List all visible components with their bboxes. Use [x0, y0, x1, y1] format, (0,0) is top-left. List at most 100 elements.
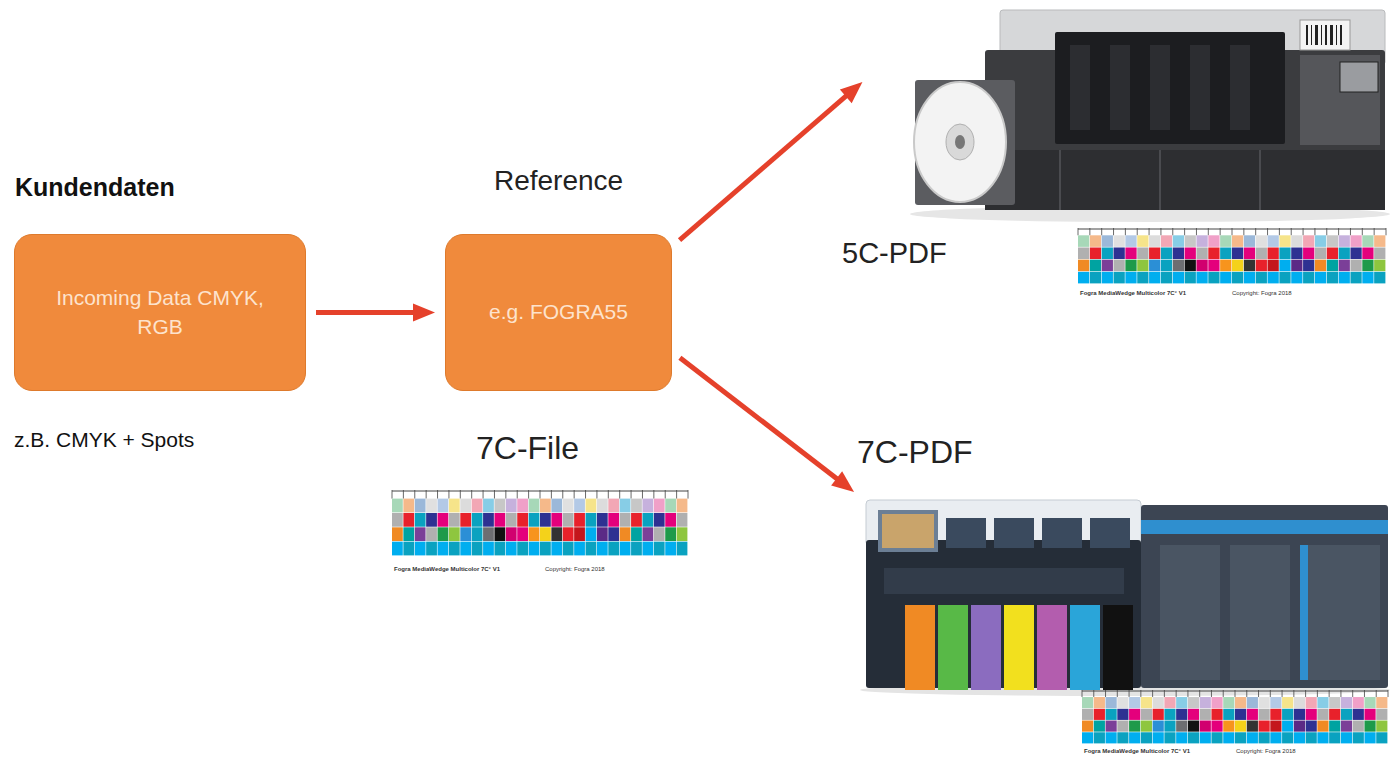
color-patch: [438, 499, 449, 513]
wedge-tick: [414, 490, 415, 499]
color-patch: [1376, 697, 1387, 708]
color-patch: [494, 542, 505, 556]
color-patch: [1364, 721, 1375, 732]
color-patch: [1306, 721, 1317, 732]
color-patch: [472, 527, 483, 541]
color-patch: [1317, 709, 1328, 720]
wedge-tick: [540, 490, 541, 499]
color-patch: [1094, 709, 1105, 720]
color-patch: [1082, 697, 1093, 708]
color-patch: [415, 527, 426, 541]
color-patch: [1173, 260, 1184, 272]
color-patch: [1235, 709, 1246, 720]
color-patch: [1082, 732, 1093, 743]
color-patch: [438, 527, 449, 541]
color-patch: [1164, 709, 1175, 720]
color-patch: [1208, 235, 1219, 247]
wedge-title: Fogra MediaWedge Multicolor 7C° V1: [394, 566, 500, 572]
color-patch: [403, 499, 414, 513]
color-patch: [472, 499, 483, 513]
box-text: Incoming Data CMYK, RGB: [15, 274, 305, 351]
color-patch: [1353, 721, 1364, 732]
color-wedge: [392, 490, 688, 555]
wedge-tick: [665, 490, 666, 499]
wedge-tick: [1255, 228, 1256, 235]
color-patch: [1125, 247, 1136, 259]
color-patch: [1327, 260, 1338, 272]
color-patch: [1208, 260, 1219, 272]
color-patch: [586, 527, 597, 541]
wedge-tick: [1223, 690, 1224, 697]
color-patch: [472, 542, 483, 556]
color-patch: [438, 513, 449, 527]
wedge-tick: [1374, 228, 1375, 235]
wedge-tick: [437, 490, 438, 499]
color-patch: [1291, 260, 1302, 272]
wedge-tick: [608, 490, 609, 499]
color-patch: [1220, 272, 1231, 284]
color-patch: [1141, 697, 1152, 708]
color-patch: [1339, 235, 1350, 247]
wedge-tick: [528, 490, 529, 499]
color-patch: [574, 542, 585, 556]
color-patch: [1137, 260, 1148, 272]
color-patch: [1196, 272, 1207, 284]
wedge-tick: [1082, 690, 1083, 697]
color-patch: [586, 542, 597, 556]
wedge-tick: [1137, 228, 1138, 235]
color-patch: [1117, 709, 1128, 720]
color-patch: [1268, 235, 1279, 247]
color-patch: [1282, 732, 1293, 743]
color-patch: [1329, 709, 1340, 720]
color-patch: [1173, 272, 1184, 284]
color-patch: [1125, 235, 1136, 247]
color-patch: [1141, 709, 1152, 720]
color-patch: [1235, 732, 1246, 743]
press-node: 7C-PDF: [862, 488, 1388, 688]
color-patch: [415, 513, 426, 527]
wedge-tick: [1160, 228, 1161, 235]
color-patch: [494, 527, 505, 541]
node-heading: Kundendaten: [15, 173, 175, 202]
wedge-tick: [1338, 228, 1339, 235]
color-patch: [1176, 721, 1187, 732]
wedge-tick: [631, 490, 632, 499]
color-patch: [460, 527, 471, 541]
color-patch: [1303, 247, 1314, 259]
color-patch: [472, 513, 483, 527]
color-patch: [1090, 260, 1101, 272]
color-patch: [1339, 260, 1350, 272]
wedge-tick: [1282, 690, 1283, 697]
color-patch: [1303, 260, 1314, 272]
color-patch: [563, 542, 574, 556]
color-patch: [1317, 721, 1328, 732]
color-patch: [1374, 260, 1385, 272]
color-patch: [403, 542, 414, 556]
wedge-tick: [426, 490, 427, 499]
color-patch: [1102, 247, 1113, 259]
wedge-title: Fogra MediaWedge Multicolor 7C° V1: [1080, 290, 1186, 296]
color-patch: [608, 527, 619, 541]
color-patch: [597, 527, 608, 541]
color-patch: [1223, 732, 1234, 743]
wedge-tick: [1105, 690, 1106, 697]
color-patch: [1149, 247, 1160, 259]
color-patch: [460, 542, 471, 556]
color-patch: [1200, 709, 1211, 720]
color-patch: [1114, 272, 1125, 284]
color-patch: [1129, 697, 1140, 708]
wedge-tick: [596, 490, 597, 499]
color-patch: [1374, 272, 1385, 284]
color-patch: [1153, 721, 1164, 732]
color-patch: [1247, 721, 1258, 732]
color-patch: [1376, 732, 1387, 743]
color-patch: [1247, 709, 1258, 720]
color-patch: [517, 499, 528, 513]
color-patch: [620, 542, 631, 556]
color-patch: [415, 542, 426, 556]
color-patch: [529, 542, 540, 556]
wedge-tick: [653, 490, 654, 499]
color-patch: [403, 527, 414, 541]
color-patch: [1185, 272, 1196, 284]
wedge-tick: [1340, 690, 1341, 697]
